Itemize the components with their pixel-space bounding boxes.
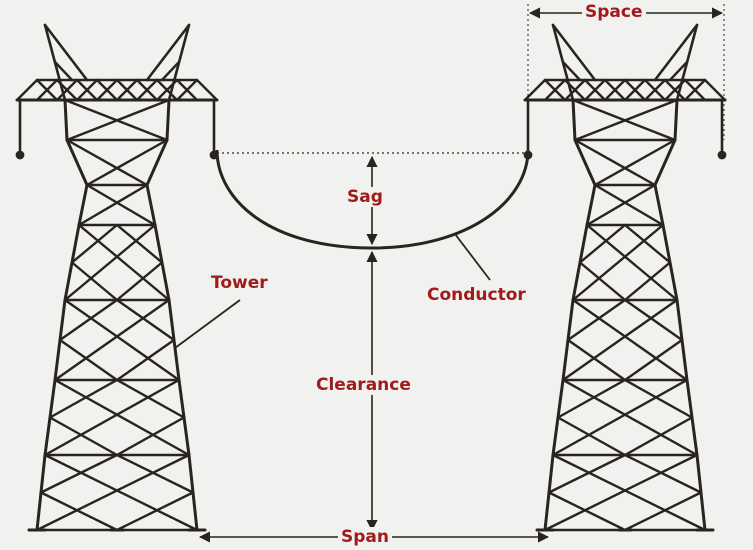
clearance-label: Clearance: [313, 375, 414, 395]
tower-label: Tower: [208, 273, 271, 293]
tower-leader-line: [174, 299, 241, 349]
left-tower: [15, 23, 219, 532]
sag-label: Sag: [344, 187, 386, 207]
conductor-label: Conductor: [424, 285, 529, 305]
conductor-line: [215, 149, 530, 250]
conductor-leader-line: [454, 233, 491, 281]
right-tower: [523, 23, 727, 532]
space-label: Space: [582, 2, 646, 22]
span-label: Span: [338, 527, 392, 547]
